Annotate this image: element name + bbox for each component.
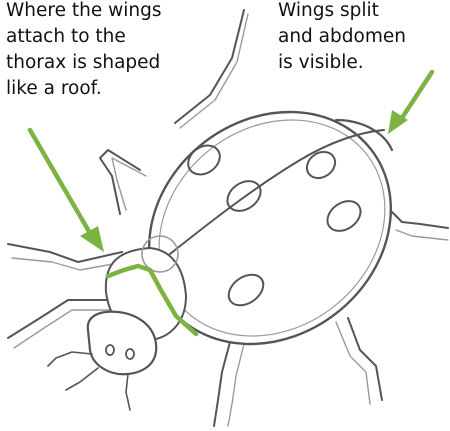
leg-right-middle <box>392 212 448 228</box>
annotation-line: thorax is shaped <box>6 50 161 76</box>
arrow-right-shaft <box>398 72 432 124</box>
leg-middle-left-inner <box>12 258 124 270</box>
antenna-left <box>48 352 92 366</box>
antenna-bottom <box>126 374 130 410</box>
leg-bottom <box>214 342 230 426</box>
annotation-wing-attachment: Where the wings attach to the thorax is … <box>6 0 161 102</box>
annotation-line: attach to the <box>6 24 161 50</box>
arrow-left-head <box>80 226 104 252</box>
arrow-left <box>30 130 104 252</box>
annotation-wings-split: Wings split and abdomen is visible. <box>278 0 406 76</box>
leg-right-lower-inner <box>336 322 370 404</box>
arrow-right <box>388 72 432 134</box>
annotation-line: and abdomen <box>278 24 406 50</box>
leg-upper-left <box>100 150 140 214</box>
annotation-line: Where the wings <box>6 0 161 24</box>
leg-bottom-inner <box>228 344 244 426</box>
annotation-line: is visible. <box>278 50 406 76</box>
annotation-line: Wings split <box>278 0 406 24</box>
leg-right-middle-inner <box>396 230 448 240</box>
annotation-line: like a roof. <box>6 76 161 102</box>
antenna-right <box>66 368 98 390</box>
arrow-left-shaft <box>30 130 94 240</box>
